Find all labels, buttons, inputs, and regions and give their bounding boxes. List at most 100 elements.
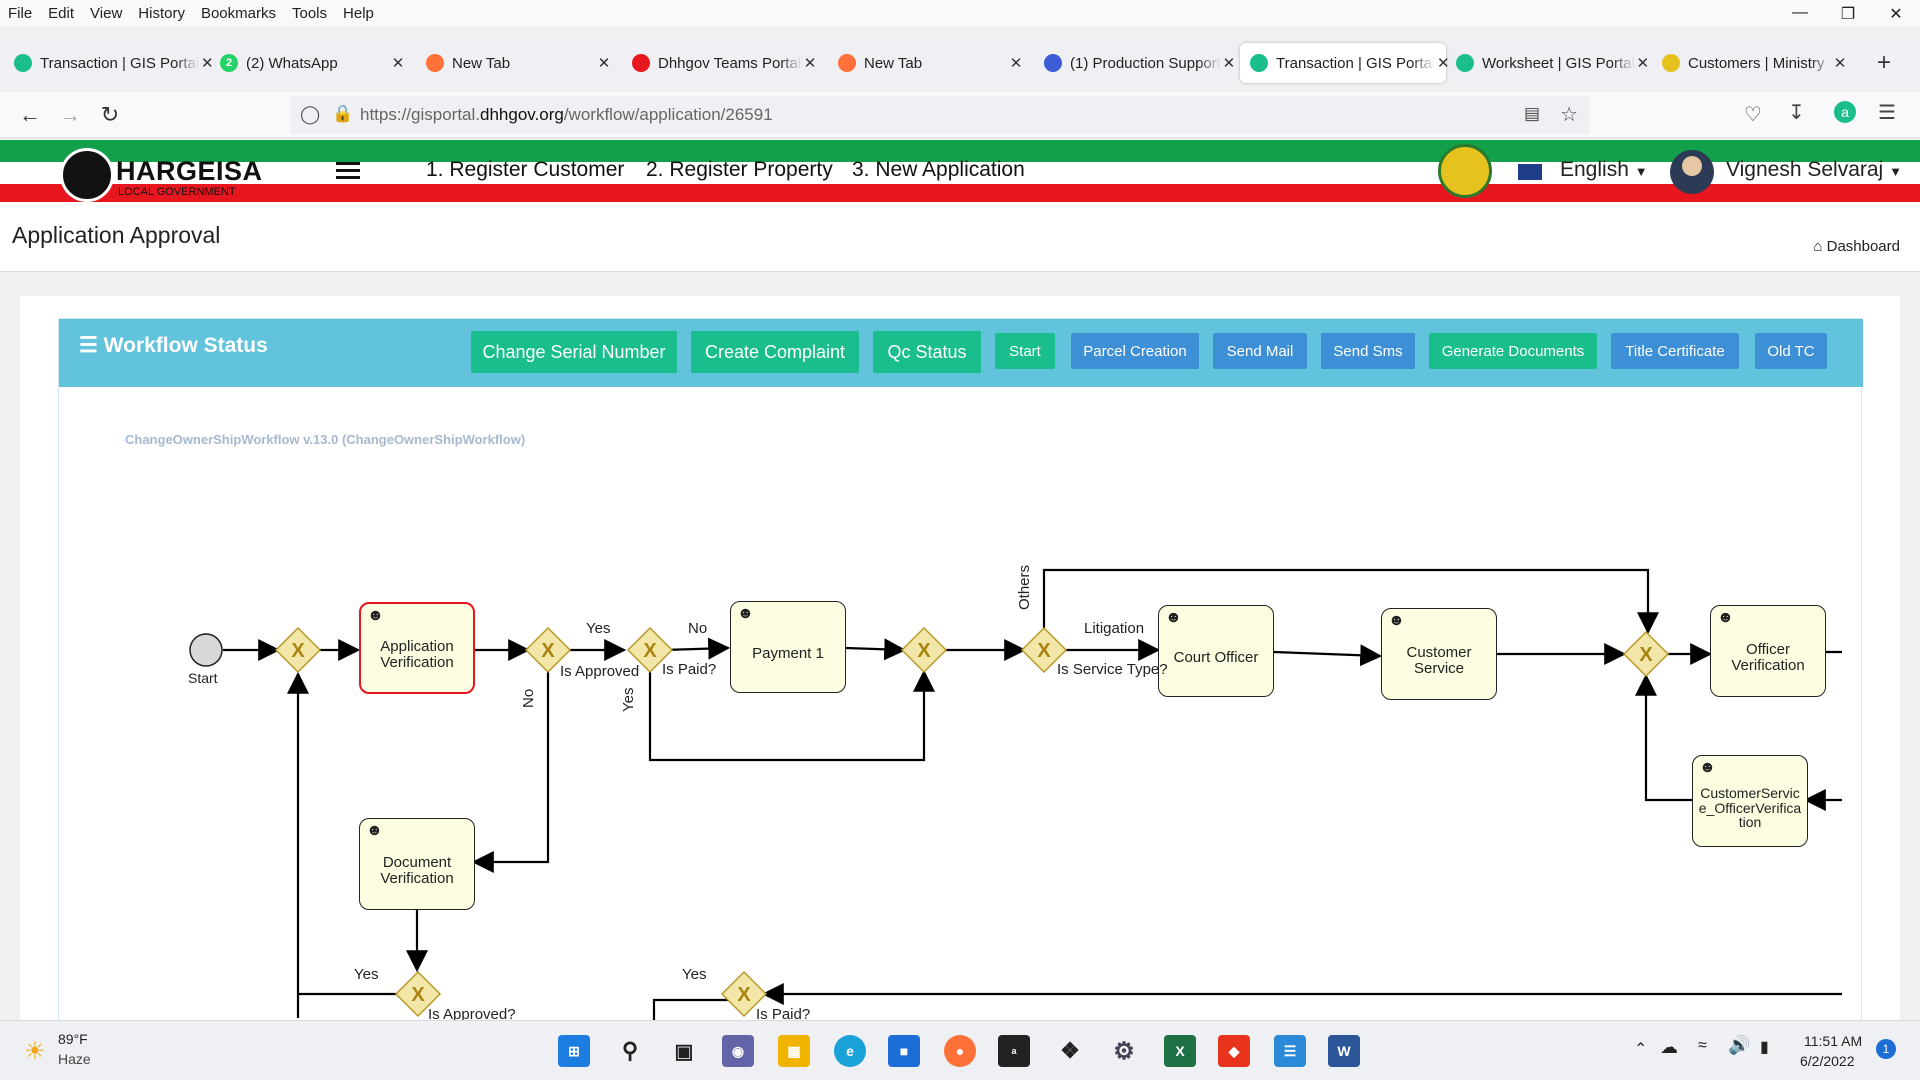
task-customerservice-officerverification[interactable]: ☻CustomerService_OfficerVerification bbox=[1692, 755, 1808, 847]
task-document-verification[interactable]: ☻Document Verification bbox=[359, 818, 475, 910]
menu-tools[interactable]: Tools bbox=[291, 5, 328, 22]
tab-close-icon[interactable]: ✕ bbox=[803, 55, 817, 72]
address-bar[interactable]: ◯ 🔒 https://gisportal.dhhgov.org/workflo… bbox=[290, 96, 1590, 134]
nav-register-customer[interactable]: 1. Register Customer bbox=[426, 158, 625, 181]
tab-close-icon[interactable]: ✕ bbox=[1833, 55, 1847, 72]
flow-label-yes-bottom-2: Yes bbox=[682, 966, 707, 983]
user-avatar[interactable] bbox=[1670, 150, 1714, 194]
qc-status-button[interactable]: Qc Status bbox=[873, 331, 981, 373]
clock-date[interactable]: 6/2/2022 bbox=[1800, 1053, 1855, 1069]
language-selector[interactable]: English ▼ bbox=[1560, 158, 1648, 181]
dropbox-icon[interactable]: ❖ bbox=[1060, 1038, 1080, 1063]
tab-close-icon[interactable]: ✕ bbox=[391, 55, 405, 72]
store-icon[interactable]: ■ bbox=[888, 1035, 920, 1067]
onedrive-cloud-icon[interactable]: ☁ bbox=[1660, 1037, 1678, 1057]
create-complaint-button[interactable]: Create Complaint bbox=[691, 331, 859, 373]
tab-favicon-icon bbox=[14, 54, 32, 72]
user-menu[interactable]: Vignesh Selvaraj ▼ bbox=[1726, 158, 1902, 181]
reload-icon[interactable]: ↻ bbox=[100, 101, 120, 127]
browser-tab[interactable]: Transaction | GIS Portal✕ bbox=[4, 43, 214, 83]
menu-help[interactable]: Help bbox=[343, 5, 374, 22]
new-tab-icon[interactable]: + bbox=[1876, 49, 1891, 76]
tab-close-icon[interactable]: ✕ bbox=[1636, 55, 1650, 72]
volume-icon[interactable]: 🔊 bbox=[1728, 1035, 1751, 1055]
weather-sun-icon[interactable]: ☀ bbox=[24, 1038, 46, 1065]
browser-tab[interactable]: (1) Production Support✕ bbox=[1034, 43, 1240, 83]
shield-icon[interactable]: ◯ bbox=[300, 104, 321, 124]
nav-new-application[interactable]: 3. New Application bbox=[852, 158, 1025, 181]
parcel-creation-button[interactable]: Parcel Creation bbox=[1071, 333, 1199, 369]
change-serial-number-button[interactable]: Change Serial Number bbox=[471, 331, 677, 373]
ministry-icon bbox=[1662, 54, 1680, 72]
bookmark-star-icon[interactable]: ☆ bbox=[1560, 104, 1578, 126]
lock-icon[interactable]: 🔒 bbox=[332, 104, 354, 123]
task-customer-service[interactable]: ☻Customer Service bbox=[1381, 608, 1497, 700]
task-payment[interactable]: ☻Payment 1 bbox=[730, 601, 846, 693]
browser-tab-active[interactable]: Transaction | GIS Portal✕ bbox=[1240, 43, 1450, 83]
notepad-icon[interactable]: ☰ bbox=[1274, 1035, 1306, 1067]
send-sms-button[interactable]: Send Sms bbox=[1321, 333, 1415, 369]
edge-icon[interactable]: e bbox=[834, 1035, 866, 1067]
tab-close-icon[interactable]: ✕ bbox=[1436, 55, 1450, 72]
pocket-icon[interactable]: ♡ bbox=[1744, 104, 1762, 126]
task-view-icon[interactable]: ▣ bbox=[674, 1040, 694, 1063]
generate-documents-button[interactable]: Generate Documents bbox=[1429, 333, 1597, 369]
clock-time[interactable]: 11:51 AM bbox=[1804, 1033, 1863, 1049]
anydesk-icon[interactable]: ◆ bbox=[1218, 1035, 1250, 1067]
settings-gear-icon[interactable]: ⚙ bbox=[1113, 1037, 1135, 1065]
tab-title: (2) WhatsApp bbox=[246, 54, 338, 72]
menu-history[interactable]: History bbox=[138, 5, 185, 22]
task-officer-verification[interactable]: ☻Officer Verification bbox=[1710, 605, 1826, 697]
teams-chat-icon[interactable]: ◉ bbox=[722, 1035, 754, 1067]
weather-condition[interactable]: Haze bbox=[58, 1051, 91, 1067]
browser-tab[interactable]: Dhhgov Teams Portal✕ bbox=[622, 43, 828, 83]
close-window-icon[interactable]: ✕ bbox=[1889, 5, 1903, 23]
downloads-icon[interactable]: ↧ bbox=[1788, 102, 1805, 124]
windows-start-icon[interactable]: ⊞ bbox=[558, 1035, 590, 1067]
menu-edit[interactable]: Edit bbox=[48, 5, 75, 22]
breadcrumb-dashboard[interactable]: ⌂ Dashboard bbox=[1813, 238, 1900, 255]
battery-icon[interactable]: ▮ bbox=[1760, 1039, 1769, 1056]
excel-icon[interactable]: X bbox=[1164, 1035, 1196, 1067]
browser-tab[interactable]: Worksheet | GIS Portal✕ bbox=[1446, 43, 1652, 83]
reader-view-icon[interactable]: ▤ bbox=[1523, 104, 1540, 123]
tab-close-icon[interactable]: ✕ bbox=[1222, 55, 1236, 72]
extension-icon[interactable]: a bbox=[1834, 101, 1856, 123]
hamburger-menu-icon[interactable] bbox=[336, 162, 360, 183]
restore-icon[interactable]: ❐ bbox=[1840, 5, 1856, 23]
task-court-officer[interactable]: ☻Court Officer bbox=[1158, 605, 1274, 697]
browser-tab[interactable]: 2(2) WhatsApp✕ bbox=[210, 43, 416, 83]
notification-badge[interactable]: 1 bbox=[1876, 1039, 1896, 1059]
wifi-icon[interactable]: ≈ bbox=[1698, 1037, 1707, 1054]
browser-tab[interactable]: New Tab✕ bbox=[416, 43, 622, 83]
title-certificate-button[interactable]: Title Certificate bbox=[1611, 333, 1739, 369]
browser-tab[interactable]: New Tab✕ bbox=[828, 43, 1034, 83]
tab-close-icon[interactable]: ✕ bbox=[200, 55, 214, 72]
browser-tab[interactable]: Customers | Ministry✕ bbox=[1652, 43, 1858, 83]
url-text[interactable]: https://gisportal.dhhgov.org/workflow/ap… bbox=[360, 105, 773, 124]
tab-close-icon[interactable]: ✕ bbox=[1009, 55, 1023, 72]
tab-close-icon[interactable]: ✕ bbox=[597, 55, 611, 72]
workflow-panel: ☰ Workflow Status Change Serial Number C… bbox=[58, 318, 1863, 1058]
forward-icon[interactable]: → bbox=[59, 101, 81, 127]
chevron-up-icon[interactable]: ⌃ bbox=[1634, 1041, 1648, 1058]
file-explorer-icon[interactable]: ▦ bbox=[778, 1035, 810, 1067]
word-icon[interactable]: W bbox=[1328, 1035, 1360, 1067]
back-icon[interactable]: ← bbox=[19, 101, 41, 127]
search-icon[interactable]: ⚲ bbox=[621, 1038, 639, 1063]
nav-register-property[interactable]: 2. Register Property bbox=[646, 158, 833, 181]
gateway-label-is-paid-2: Is Paid? bbox=[756, 1006, 811, 1023]
menu-view[interactable]: View bbox=[90, 5, 123, 22]
minimize-icon[interactable]: — bbox=[1792, 3, 1808, 21]
weather-temperature[interactable]: 89°F bbox=[58, 1031, 88, 1047]
firefox-taskbar-icon[interactable]: ● bbox=[944, 1035, 976, 1067]
app-menu-icon[interactable]: ☰ bbox=[1878, 102, 1896, 124]
hargeisa-logo[interactable]: HARGEISA LOCAL GOVERNMENT bbox=[60, 148, 262, 202]
old-tc-button[interactable]: Old TC bbox=[1755, 333, 1827, 369]
task-application-verification[interactable]: ☻Application Verification bbox=[359, 602, 475, 694]
start-button[interactable]: Start bbox=[995, 333, 1055, 369]
send-mail-button[interactable]: Send Mail bbox=[1213, 333, 1307, 369]
amazon-icon[interactable]: a bbox=[998, 1035, 1030, 1067]
menu-bookmarks[interactable]: Bookmarks bbox=[200, 5, 276, 22]
menu-file[interactable]: File bbox=[8, 5, 33, 22]
